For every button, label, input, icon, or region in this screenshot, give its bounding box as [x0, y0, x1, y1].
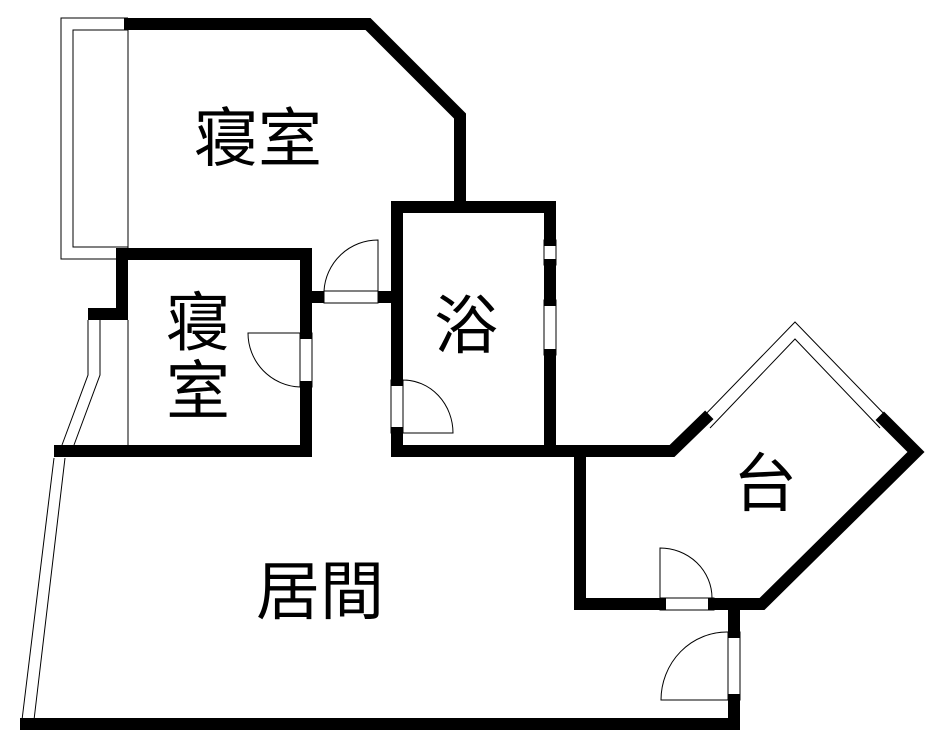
- door-bedroom-2: [247, 332, 313, 388]
- wall-bath: [391, 201, 714, 457]
- bath-window: [543, 299, 557, 356]
- door-corridor: [323, 239, 379, 304]
- wall-bedroom-1: [124, 18, 466, 213]
- kitchen-window: [699, 321, 891, 429]
- room-label-bedroom-1: 寝室: [194, 103, 322, 177]
- wall-living: [20, 604, 740, 730]
- room-label-bath: 浴: [434, 290, 498, 364]
- room-label-bedroom-2: 寝室: [155, 289, 229, 425]
- door-entrance: [660, 631, 741, 701]
- wall-bedroom-2: [88, 248, 312, 456]
- balcony-top-left: [60, 17, 129, 260]
- room-label-kitchen: 台: [733, 448, 797, 522]
- living-left-window: [21, 457, 66, 721]
- door-kitchen: [659, 547, 715, 611]
- balcony-left: [61, 320, 129, 446]
- room-label-living: 居間: [256, 556, 384, 630]
- door-bath: [390, 379, 454, 434]
